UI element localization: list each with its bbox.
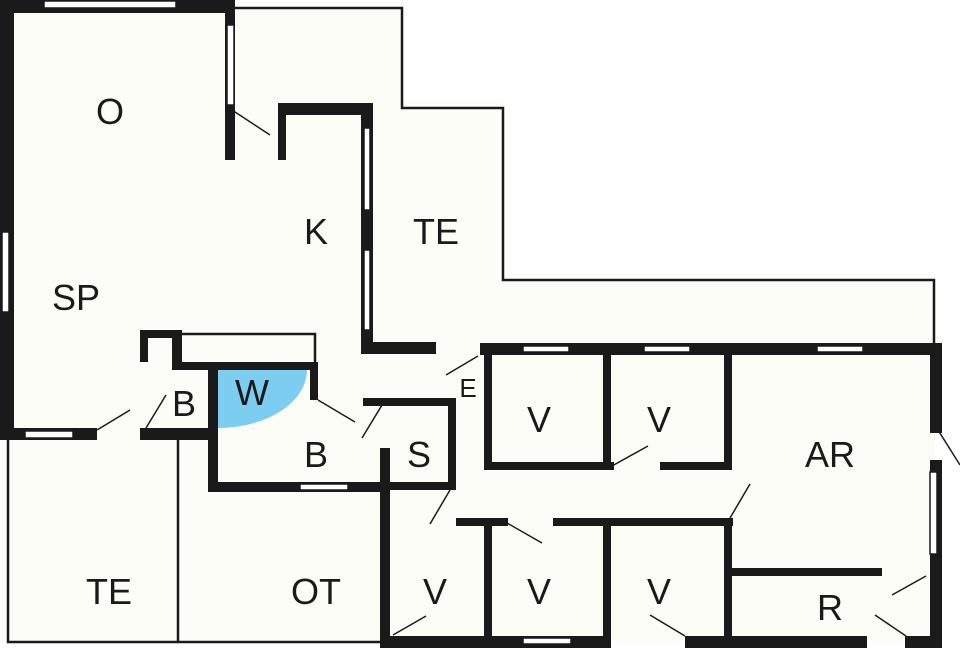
windows [1,0,938,645]
room-label-e: E [459,373,477,403]
window [522,345,570,353]
terrace-outline-top [232,6,936,345]
window [299,483,349,491]
room-label-v3: V [422,571,448,612]
room-label-b-bath: B [303,434,329,475]
terrace-outline-bottom [6,332,385,644]
room-label-v2: V [646,399,672,440]
window [522,637,572,645]
room-label-o: O [95,91,125,132]
room-label-w: W [235,372,269,413]
window [363,249,371,331]
window [1,231,10,313]
room-label-ot: OT [291,571,341,612]
window [363,127,371,211]
floor-fills [8,8,935,642]
window [816,345,864,353]
window [929,471,938,555]
room-label-v5: V [646,571,672,612]
window [24,430,74,439]
room-label-te-top: TE [412,211,460,252]
room-label-sp: SP [51,277,101,318]
room-label-k: K [303,211,329,252]
window [43,0,177,9]
room-label-r: R [817,587,843,628]
wet-area-highlight [218,370,307,428]
window [226,24,235,106]
room-label-ar: AR [804,434,856,475]
room-label-s: S [406,434,432,475]
room-label-v4: V [526,571,552,612]
room-label-te-bottom: TE [85,571,133,612]
door-swings [96,109,960,637]
room-label-b-small: B [171,383,197,424]
window [643,345,691,353]
room-label-v1: V [526,399,552,440]
